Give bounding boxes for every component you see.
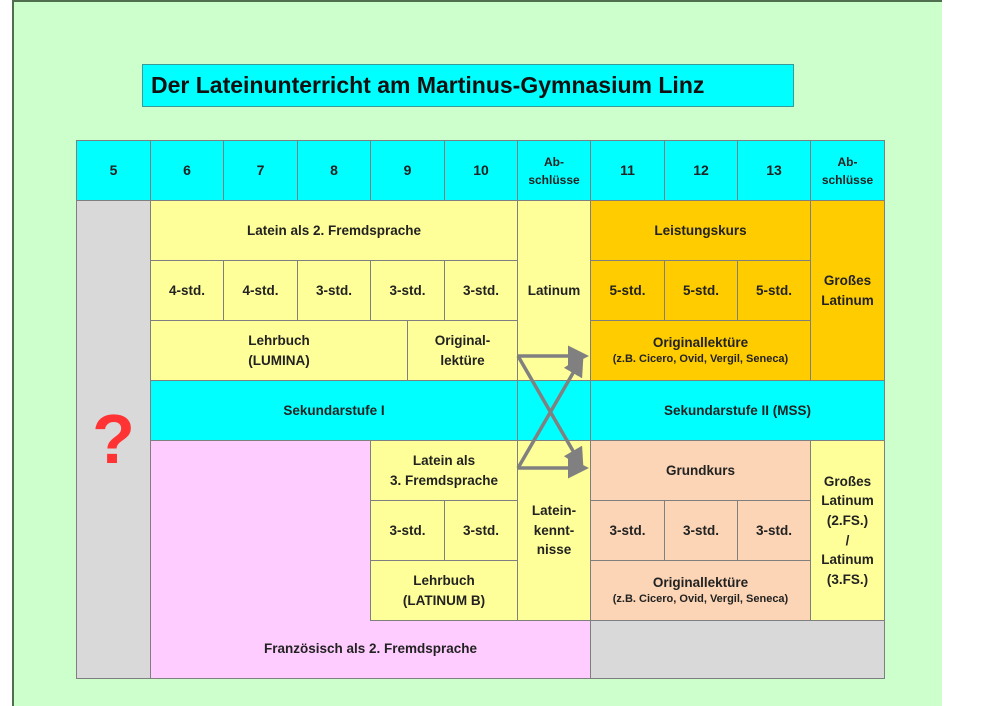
header-grade-12: 12 bbox=[664, 140, 738, 201]
transition-cell bbox=[517, 380, 591, 441]
page-title: Der Lateinunterricht am Martinus-Gymnasi… bbox=[142, 64, 794, 107]
latinum: Latinum bbox=[517, 200, 591, 381]
hours-cell: 3-std. bbox=[370, 500, 445, 561]
header-grade-6: 6 bbox=[150, 140, 224, 201]
hours-cell: 3-std. bbox=[444, 500, 518, 561]
latinum-abschluss: Großes Latinum (2.FS.) / Latinum (3.FS.) bbox=[810, 440, 885, 621]
hours-cell: 3-std. bbox=[737, 500, 811, 561]
hours-cell: 5-std. bbox=[590, 260, 665, 321]
gk-original-reading: Originallektüre (z.B. Cicero, Ovid, Verg… bbox=[590, 560, 811, 621]
hours-cell: 4-std. bbox=[150, 260, 224, 321]
leistungskurs: Leistungskurs bbox=[590, 200, 811, 261]
hours-cell: 3-std. bbox=[664, 500, 738, 561]
reading-title: Originallektüre bbox=[652, 334, 749, 350]
reading-authors: (z.B. Cicero, Ovid, Vergil, Seneca) bbox=[612, 353, 789, 366]
lk-original-reading: Originallektüre (z.B. Cicero, Ovid, Verg… bbox=[590, 320, 811, 381]
reading-authors: (z.B. Cicero, Ovid, Vergil, Seneca) bbox=[612, 593, 789, 606]
header-grade-13: 13 bbox=[737, 140, 811, 201]
hours-cell: 5-std. bbox=[737, 260, 811, 321]
latin-second-language: Latein als 2. Fremdsprache bbox=[150, 200, 518, 261]
latin-third-language: Latein als 3. Fremdsprache bbox=[370, 440, 518, 501]
arrow-lower-to-upper bbox=[516, 354, 584, 469]
question-mark: ? bbox=[92, 399, 135, 478]
grundkurs: Grundkurs bbox=[590, 440, 811, 501]
header-grade-7: 7 bbox=[223, 140, 298, 201]
original-reading: Original- lektüre bbox=[407, 320, 518, 381]
sekundarstufe-1: Sekundarstufe I bbox=[150, 380, 518, 441]
header-abschluesse-2: Ab- schlüsse bbox=[810, 140, 885, 201]
textbook-lumina: Lehrbuch (LUMINA) bbox=[150, 320, 408, 381]
hours-cell: 5-std. bbox=[664, 260, 738, 321]
hours-cell: 3-std. bbox=[370, 260, 445, 321]
header-abschluesse-1: Ab- schlüsse bbox=[517, 140, 591, 201]
header-grade-11: 11 bbox=[590, 140, 665, 201]
header-grade-5: 5 bbox=[76, 140, 151, 201]
french-area bbox=[150, 440, 371, 621]
grosses-latinum: Großes Latinum bbox=[810, 200, 885, 381]
french-second-language: Französisch als 2. Fremdsprache bbox=[150, 620, 591, 679]
hours-cell: 3-std. bbox=[297, 260, 371, 321]
hours-cell: 3-std. bbox=[444, 260, 518, 321]
reading-title: Originallektüre bbox=[652, 574, 749, 590]
arrow-upper-to-lower bbox=[516, 355, 584, 470]
empty-gray-cell bbox=[590, 620, 885, 679]
textbook-latinum-b: Lehrbuch (LATINUM B) bbox=[370, 560, 518, 621]
